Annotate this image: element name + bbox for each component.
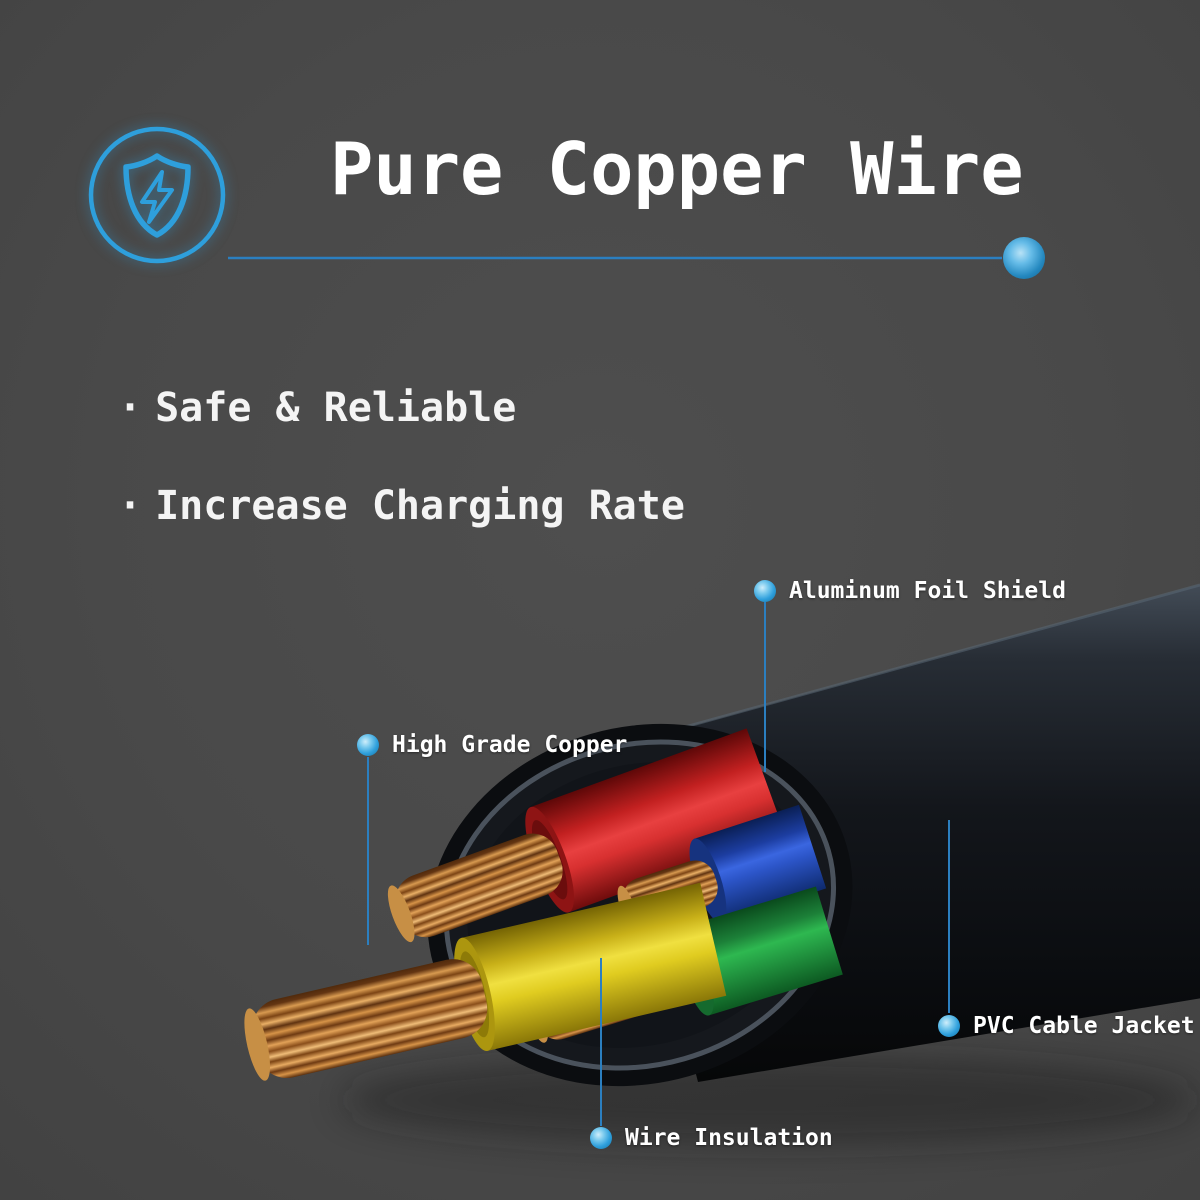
feature-label: Increase Charging Rate xyxy=(155,483,685,529)
callout-aluminum-foil-shield: Aluminum Foil Shield xyxy=(754,579,1066,603)
bullet-dot: · xyxy=(118,483,143,529)
callout-dot xyxy=(590,1127,612,1149)
red-wire xyxy=(387,728,785,943)
bullet-dot: · xyxy=(118,385,143,431)
lightning-bolt xyxy=(140,170,174,224)
callout-dot xyxy=(357,734,379,756)
yellow-wire-copper-strands xyxy=(252,959,488,1078)
callout-label: PVC Cable Jacket xyxy=(973,1013,1195,1039)
red-wire-copper-strands xyxy=(395,833,563,938)
callout-dot xyxy=(938,1015,960,1037)
callout-high-grade-copper: High Grade Copper xyxy=(357,733,627,757)
yellow-wire xyxy=(244,882,727,1081)
feature-label: Safe & Reliable xyxy=(155,385,517,431)
callout-pvc-cable-jacket: PVC Cable Jacket xyxy=(938,1014,1195,1038)
badge-circle xyxy=(88,126,226,264)
page-title: Pure Copper Wire xyxy=(330,127,1024,211)
feature-safe-reliable: · Safe & Reliable xyxy=(118,382,516,434)
callout-dot xyxy=(754,580,776,602)
rule-end-dot xyxy=(1003,237,1045,279)
callout-label: Wire Insulation xyxy=(625,1125,833,1151)
feature-charging-rate: · Increase Charging Rate xyxy=(118,480,685,532)
shield-lightning-icon xyxy=(82,120,232,270)
shield-outline xyxy=(123,153,191,238)
callout-wire-insulation: Wire Insulation xyxy=(590,1126,833,1150)
callout-label: High Grade Copper xyxy=(392,732,628,758)
callout-label: Aluminum Foil Shield xyxy=(789,578,1066,604)
